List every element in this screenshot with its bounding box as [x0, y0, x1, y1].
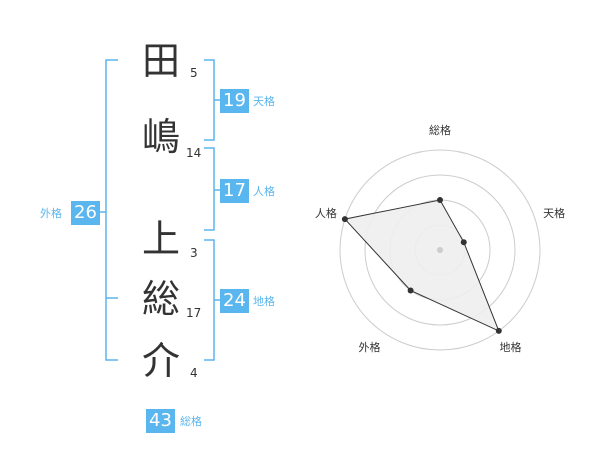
- name-char-2: 嶋: [142, 115, 181, 159]
- tenkaku-value: 19: [220, 89, 249, 113]
- jinkaku-bracket: [204, 147, 215, 231]
- radar-center: [437, 247, 443, 253]
- gaikaku-value: 26: [71, 201, 100, 225]
- name-char-4-strokes: 17: [186, 306, 202, 320]
- chikaku-bracket: [204, 239, 215, 361]
- radar-polygon: [343, 199, 500, 332]
- radar-axis-label-4: 外格: [358, 340, 380, 354]
- name-char-2-strokes: 14: [186, 146, 202, 160]
- jinkaku-value: 17: [220, 179, 249, 203]
- name-char-4: 総: [142, 277, 181, 321]
- gaikaku-label: 外格: [40, 207, 62, 220]
- radar-point-2: [460, 239, 467, 246]
- gaikaku-bracket: [105, 59, 118, 361]
- radar-ring-4: [339, 149, 541, 351]
- tenkaku-bracket: [204, 59, 215, 141]
- radar-point-3: [495, 327, 502, 334]
- jinkaku-label: 人格: [253, 185, 275, 198]
- chikaku-value: 24: [220, 289, 249, 313]
- radar-point-1: [437, 197, 443, 203]
- radar-axis-label-2: 天格: [543, 206, 565, 220]
- tenkaku-label: 天格: [253, 95, 275, 108]
- name-char-1-strokes: 5: [190, 66, 198, 80]
- radar-point-4: [407, 287, 414, 294]
- radar-ring-3: [364, 174, 516, 326]
- name-char-1: 田: [142, 39, 181, 83]
- name-char-5: 介: [142, 339, 181, 383]
- soukaku-label: 総格: [180, 415, 202, 428]
- radar-point-5: [341, 216, 348, 223]
- soukaku-value: 43: [146, 409, 175, 433]
- name-char-3: 上: [142, 217, 181, 261]
- radar-axis-label-5: 人格: [315, 206, 337, 220]
- name-char-3-strokes: 3: [190, 246, 198, 260]
- radar-axis-label-3: 地格: [500, 340, 522, 354]
- radar-axis-label-1: 総格: [429, 123, 451, 137]
- name-char-5-strokes: 4: [190, 366, 198, 380]
- chikaku-label: 地格: [253, 295, 275, 308]
